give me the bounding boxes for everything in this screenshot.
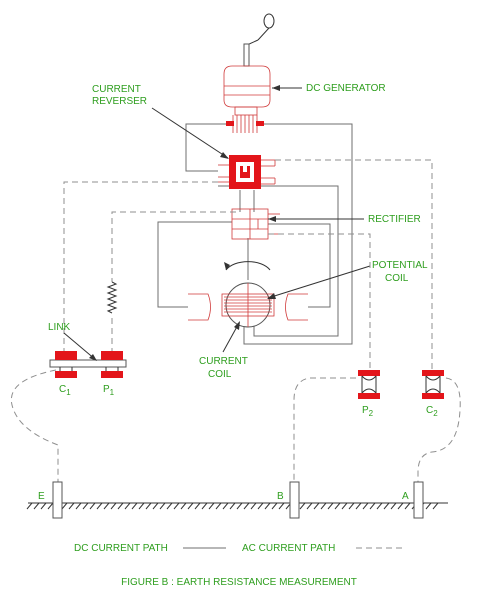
current-reverser[interactable] bbox=[218, 155, 276, 189]
current-reverser-label-line2: REVERSER bbox=[92, 96, 147, 107]
terminal-p1[interactable] bbox=[101, 351, 123, 378]
legend-ac-label: AC CURRENT PATH bbox=[242, 543, 335, 554]
electrode-a-label: A bbox=[402, 491, 409, 502]
potential-coil-arrow bbox=[267, 265, 371, 299]
figure-caption: FIGURE B : EARTH RESISTANCE MEASUREMENT bbox=[121, 577, 357, 588]
electrode-b-label: B bbox=[277, 491, 284, 502]
current-coil-assembly[interactable] bbox=[188, 282, 308, 328]
link-label: LINK bbox=[48, 322, 71, 333]
meter-rotation-arc bbox=[224, 261, 271, 271]
electrode-b bbox=[289, 481, 300, 519]
current-coil-arrowhead bbox=[234, 321, 240, 330]
terminal-c2-label: C2 bbox=[426, 405, 438, 418]
terminal-p1-label: P1 bbox=[103, 384, 115, 397]
dc-generator-label: DC GENERATOR bbox=[306, 83, 386, 94]
potential-coil-label-line2: COIL bbox=[385, 273, 409, 284]
current-reverser-label-line1: CURRENT bbox=[92, 84, 141, 95]
ground-line bbox=[26, 502, 448, 510]
link-arrow bbox=[63, 332, 97, 361]
terminal-c1[interactable] bbox=[55, 351, 77, 378]
electrode-a bbox=[413, 481, 424, 519]
current-coil-label-line2: COIL bbox=[208, 369, 232, 380]
electrode-e-label: E bbox=[38, 491, 45, 502]
electrode-e bbox=[52, 481, 63, 519]
current-reverser-arrowhead bbox=[220, 152, 229, 159]
terminal-p2-label: P2 bbox=[362, 405, 374, 418]
potential-coil-arrowhead bbox=[267, 293, 276, 299]
dc-generator-arrowhead bbox=[272, 85, 280, 91]
current-coil-label-line1: CURRENT bbox=[199, 356, 248, 367]
dc-generator bbox=[223, 65, 271, 133]
link-arrowhead bbox=[89, 354, 97, 361]
legend-dc-label: DC CURRENT PATH bbox=[74, 543, 168, 554]
rectifier-arrowhead bbox=[268, 216, 276, 222]
generator-commutator bbox=[232, 115, 258, 133]
generator-brush-left bbox=[226, 121, 234, 126]
terminal-c2[interactable] bbox=[422, 370, 444, 399]
generator-brush-right bbox=[256, 121, 264, 126]
current-reverser-arrow bbox=[151, 107, 229, 159]
terminal-c1-label: C1 bbox=[59, 384, 71, 397]
legend: DC CURRENT PATH AC CURRENT PATH bbox=[74, 543, 402, 554]
terminal-p2[interactable] bbox=[358, 370, 380, 399]
ac-wiring bbox=[10, 159, 461, 482]
rectifier-label: RECTIFIER bbox=[368, 214, 421, 225]
link-bar[interactable] bbox=[49, 359, 127, 368]
potential-coil-label-line1: POTENTIAL bbox=[372, 260, 428, 271]
resistor-symbol bbox=[106, 281, 118, 314]
hand-crank[interactable] bbox=[243, 13, 275, 67]
